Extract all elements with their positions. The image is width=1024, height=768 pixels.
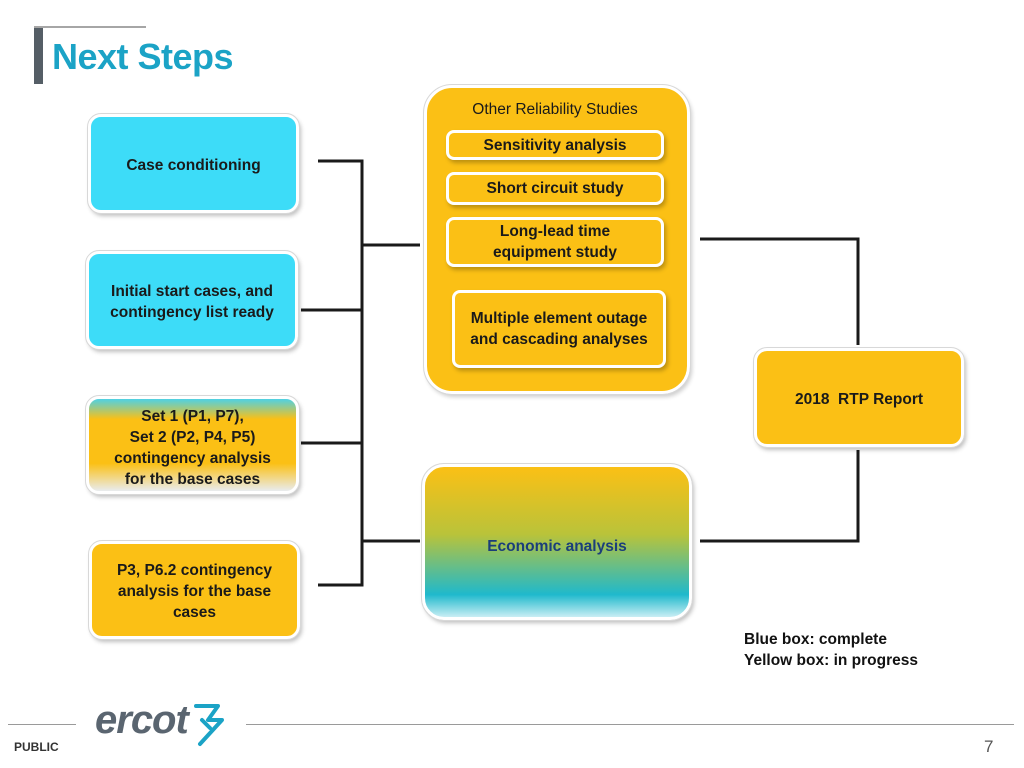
left-bracket-line bbox=[318, 159, 364, 587]
legend-yellow: Yellow box: in progress bbox=[744, 652, 918, 669]
set-line-1: Set 1 (P1, P7), bbox=[141, 408, 244, 425]
page-title: Next Steps bbox=[52, 36, 234, 77]
long-lead-box: Long-lead time equipment study bbox=[446, 217, 664, 267]
title-accent-bar bbox=[34, 28, 43, 84]
set-line-3: contingency analysis bbox=[114, 450, 271, 467]
page-number: 7 bbox=[984, 737, 994, 756]
economic-analysis-label: Economic analysis bbox=[487, 538, 627, 555]
connector-ors-to-report bbox=[700, 237, 860, 345]
legend-blue: Blue box: complete bbox=[744, 631, 887, 648]
economic-analysis-box: Economic analysis bbox=[421, 463, 693, 621]
case-conditioning-box: Case conditioning bbox=[87, 113, 300, 214]
footer-rule-left bbox=[8, 724, 76, 725]
p3-p62-label: P3, P6.2 contingency analysis for the ba… bbox=[116, 562, 273, 621]
connector-econ-to-report bbox=[700, 450, 860, 543]
case-conditioning-label: Case conditioning bbox=[126, 157, 261, 174]
p3-p62-box: P3, P6.2 contingency analysis for the ba… bbox=[88, 540, 301, 640]
footer-rule-right bbox=[246, 724, 1014, 725]
other-reliability-title: Other Reliability Studies bbox=[472, 101, 638, 118]
title-rule bbox=[34, 26, 146, 28]
long-lead-label: Long-lead time equipment study bbox=[492, 223, 617, 261]
initial-start-box: Initial start cases, and contingency lis… bbox=[85, 250, 299, 350]
multiple-element-box: Multiple element outage and cascading an… bbox=[452, 290, 666, 368]
sensitivity-analysis-label: Sensitivity analysis bbox=[483, 136, 627, 154]
set-line-4: for the base cases bbox=[124, 471, 261, 488]
classification-label: PUBLIC bbox=[14, 740, 59, 754]
initial-start-label: Initial start cases, and contingency lis… bbox=[110, 283, 274, 321]
set-line-2: Set 2 (P2, P4, P5) bbox=[129, 429, 256, 446]
set1-set2-box: Set 1 (P1, P7), Set 2 (P2, P4, P5) conti… bbox=[85, 395, 300, 495]
ercot-logo: ercot bbox=[95, 698, 189, 742]
sensitivity-analysis-box: Sensitivity analysis bbox=[446, 130, 664, 160]
short-circuit-box: Short circuit study bbox=[446, 172, 664, 205]
rtp-report-label: 2018 RTP Report bbox=[794, 391, 924, 408]
short-circuit-label: Short circuit study bbox=[486, 180, 624, 197]
legend: Blue box: complete Yellow box: in progre… bbox=[744, 629, 918, 671]
rtp-report-box: 2018 RTP Report bbox=[753, 347, 965, 448]
multiple-element-label: Multiple element outage and cascading an… bbox=[470, 310, 648, 348]
ercot-logo-icon bbox=[194, 704, 224, 746]
